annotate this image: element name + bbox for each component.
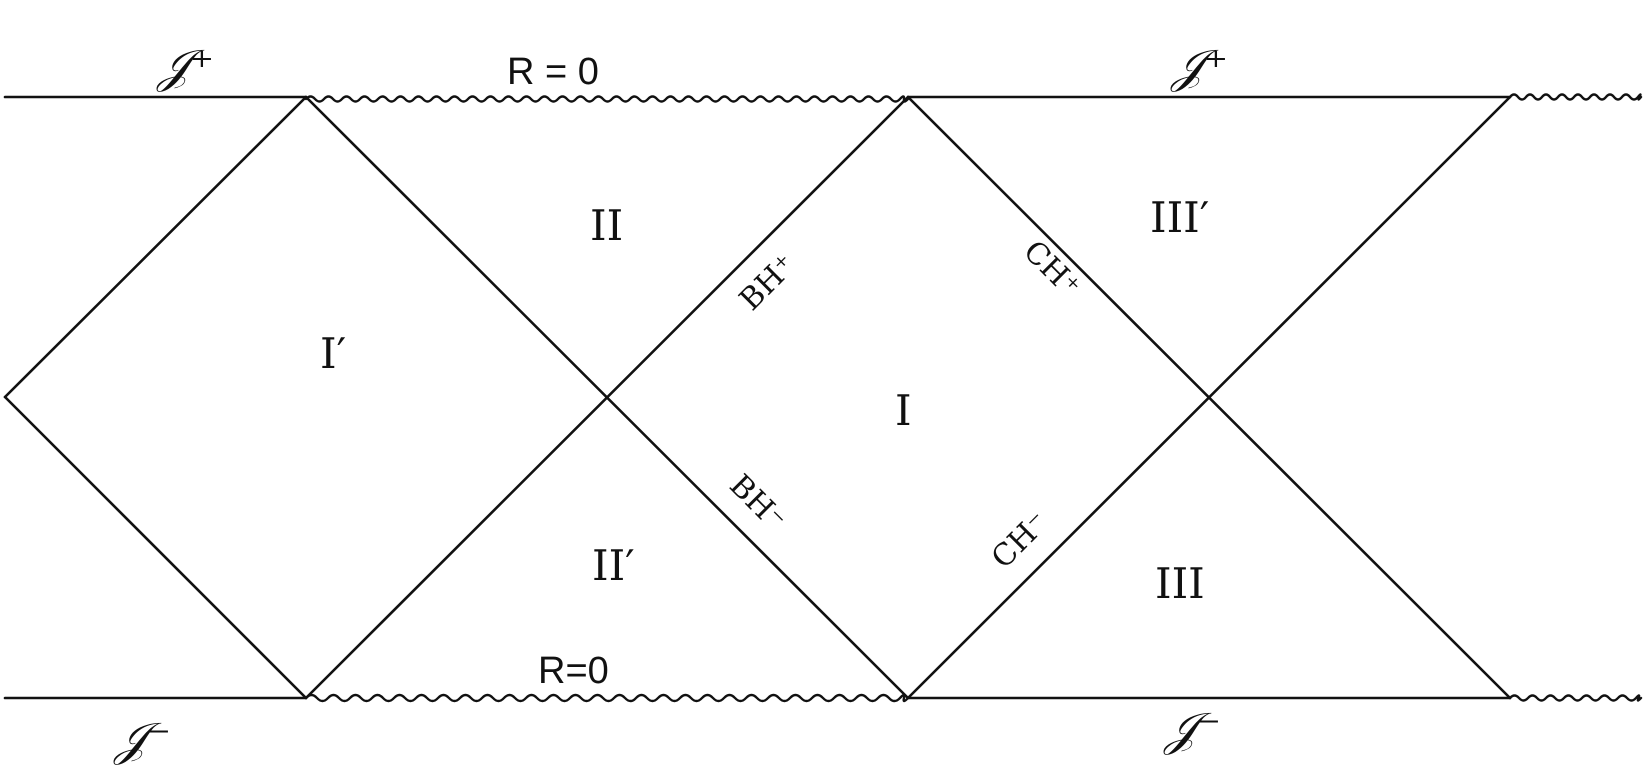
horizon-BH-minus: BH⁻ bbox=[722, 468, 792, 538]
region-II-prime: II′ bbox=[592, 541, 635, 590]
region-I-prime: I′ bbox=[320, 329, 346, 378]
scri-plus-left: 𝒥⁺ bbox=[156, 39, 214, 93]
scri-plus-right: 𝒥⁺ bbox=[1170, 39, 1228, 93]
region-I: I bbox=[895, 386, 912, 435]
singularity-right-bottom bbox=[1508, 694, 1643, 702]
singularity-label-top: R = 0 bbox=[507, 51, 599, 93]
null-line-left-lower bbox=[3, 395, 308, 700]
singularity-label-bottom: R=0 bbox=[538, 650, 609, 692]
null-line-left-upper bbox=[3, 95, 308, 399]
horizon-CH-plus: CH⁺ bbox=[1016, 234, 1087, 305]
scri-minus-right: 𝒥⁻ bbox=[1163, 702, 1221, 756]
singularity-right-top bbox=[1508, 93, 1643, 101]
scri-minus-left: 𝒥⁻ bbox=[113, 712, 171, 766]
horizon-BH-plus: BH⁺ bbox=[733, 248, 803, 318]
region-II: II bbox=[590, 201, 623, 250]
singularity-top bbox=[304, 95, 910, 103]
region-III-prime: III′ bbox=[1150, 193, 1209, 242]
null-line-d bbox=[906, 95, 1512, 700]
horizon-CH-minus: CH⁻ bbox=[985, 505, 1056, 576]
singularity-bottom bbox=[304, 693, 910, 703]
null-line-b bbox=[304, 95, 910, 700]
region-III: III bbox=[1155, 559, 1205, 608]
